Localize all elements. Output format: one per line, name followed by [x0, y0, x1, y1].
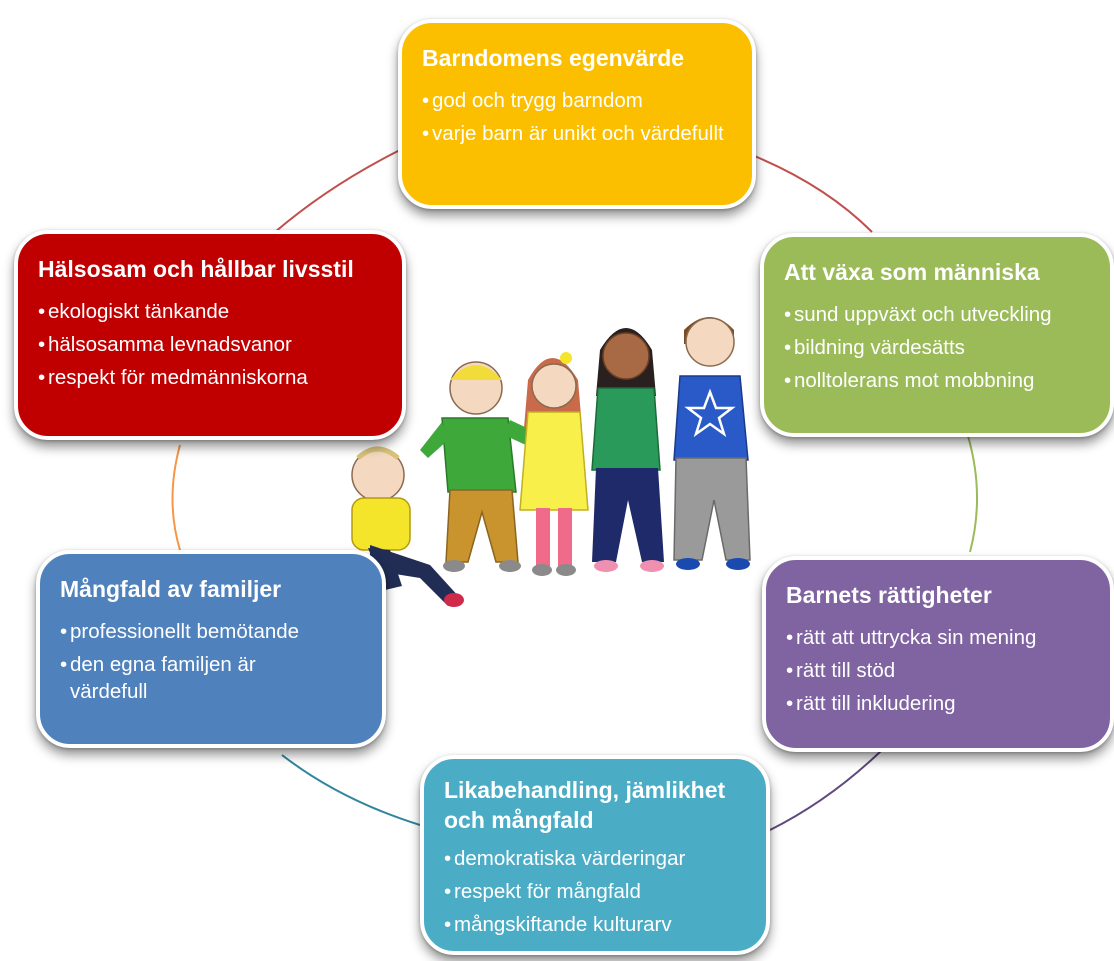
list-item: •respekt för mångfald [444, 880, 641, 903]
box-title: Likabehandling, jämlikhet och mångfald [444, 777, 726, 833]
box-list: •ekologiskt tänkande •hälsosamma levnads… [38, 298, 384, 391]
list-item: •respekt för medmänniskorna [38, 366, 308, 389]
children-illustration [351, 317, 751, 607]
box-att-vaxa-som-manniska: Att växa som människa •sund uppväxt och … [760, 233, 1114, 437]
arc-halsa-to-barndom [274, 149, 401, 233]
box-list: •sund uppväxt och utveckling •bildning v… [784, 301, 1092, 394]
child-girl-red-hair [519, 352, 589, 576]
box-mangfald-av-familjer: Mångfald av familjer •professionellt bem… [36, 550, 386, 748]
box-list: •god och trygg barndom •varje barn är un… [422, 87, 734, 147]
child-girl-dark-hair [591, 328, 664, 572]
box-title: Barndomens egenvärde [422, 45, 685, 71]
list-item: •ekologiskt tänkande [38, 300, 230, 323]
box-list: •professionellt bemötande •den egna fami… [60, 618, 330, 705]
box-list: •demokratiska värderingar •respekt för m… [444, 845, 748, 938]
child-boy-star-shirt [673, 317, 751, 570]
box-title: Barnets rättigheter [786, 582, 992, 608]
arc-familjer-to-halsa [171, 444, 181, 551]
box-list: •rätt att uttrycka sin mening •rätt till… [786, 624, 1092, 717]
list-item: •varje barn är unikt och värdefullt [422, 122, 724, 145]
box-barnets-rattigheter: Barnets rättigheter •rätt att uttrycka s… [762, 556, 1114, 752]
list-item: •hälsosamma levnadsvanor [38, 333, 292, 356]
list-item: •professionellt bemötande [60, 620, 300, 643]
box-halsosam-livsstil: Hälsosam och hållbar livsstil •ekologisk… [14, 230, 406, 440]
list-item: •bildning värdesätts [784, 336, 965, 359]
list-item: •god och trygg barndom [422, 89, 643, 112]
list-item: •demokratiska värderingar [444, 847, 686, 870]
arc-rattigheter-to-likabehandling [769, 749, 883, 831]
list-item: •mångskiftande kulturarv [444, 913, 672, 936]
arc-barndom-to-vaxa [751, 154, 873, 233]
box-likabehandling: Likabehandling, jämlikhet och mångfald •… [420, 755, 770, 955]
arc-likabehandling-to-familjer [281, 754, 421, 826]
list-item: •den egna familjen är värdefull [60, 653, 256, 703]
box-title: Hälsosam och hållbar livsstil [38, 256, 354, 282]
box-barndomens-egenvarde: Barndomens egenvärde •god och trygg barn… [398, 19, 756, 209]
list-item: •rätt till inkludering [786, 692, 956, 715]
list-item: •rätt till stöd [786, 659, 896, 682]
list-item: •rätt att uttrycka sin mening [786, 626, 1037, 649]
box-title: Att växa som människa [784, 259, 1040, 285]
box-title: Mångfald av familjer [60, 576, 282, 602]
child-boy-blond [420, 361, 534, 572]
arc-vaxa-to-rattigheter [967, 435, 979, 553]
child-baby [351, 446, 464, 607]
list-item: •sund uppväxt och utveckling [784, 303, 1052, 326]
list-item: •nolltolerans mot mobbning [784, 369, 1035, 392]
